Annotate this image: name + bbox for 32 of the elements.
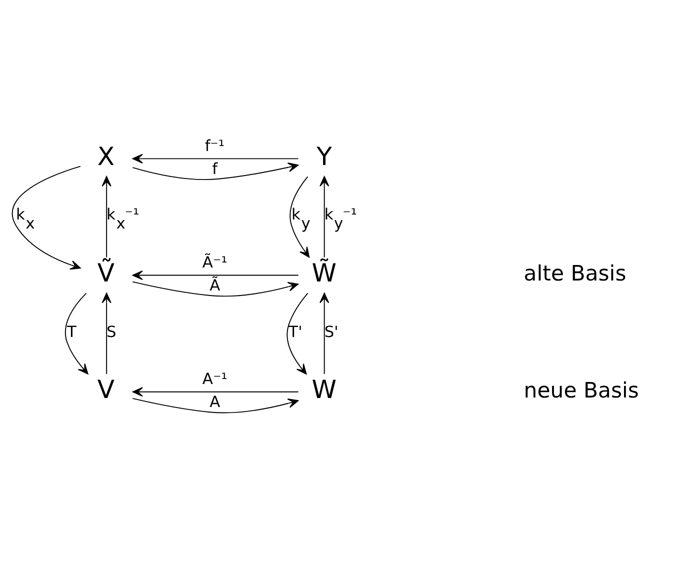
arrow [132, 281, 299, 297]
arrow [132, 154, 299, 164]
edge-label: A⁻¹ [202, 370, 228, 388]
node-text: W̃ [312, 258, 337, 288]
arrow [320, 176, 330, 258]
arrow [132, 387, 299, 397]
edge-label: S' [324, 323, 338, 342]
edge-label: S [106, 323, 116, 342]
label: alte Basis [524, 260, 626, 286]
arrow [132, 270, 299, 280]
edge-label: f [212, 160, 218, 178]
arrow [132, 398, 299, 414]
arrow [64, 292, 88, 374]
edge-label: T' [288, 323, 302, 342]
node-text: X [97, 142, 115, 171]
edge-label: Ã⁻¹ [202, 253, 228, 272]
node-text: W [312, 374, 337, 404]
node-text: Y [316, 142, 332, 171]
arrow [132, 162, 299, 180]
arrow [290, 176, 310, 258]
node-text: V [97, 374, 115, 404]
node-text: Ṽ [97, 258, 115, 288]
edge-label: A [210, 393, 220, 412]
arrow [102, 292, 112, 374]
arrow [12, 166, 81, 270]
edge-label: Ã [210, 276, 220, 294]
label: neue Basis [524, 377, 639, 402]
edge-label: f⁻¹ [204, 136, 225, 155]
edge-label: T [67, 323, 76, 342]
arrow [286, 292, 308, 374]
arrow [102, 176, 112, 258]
arrow [320, 292, 330, 374]
